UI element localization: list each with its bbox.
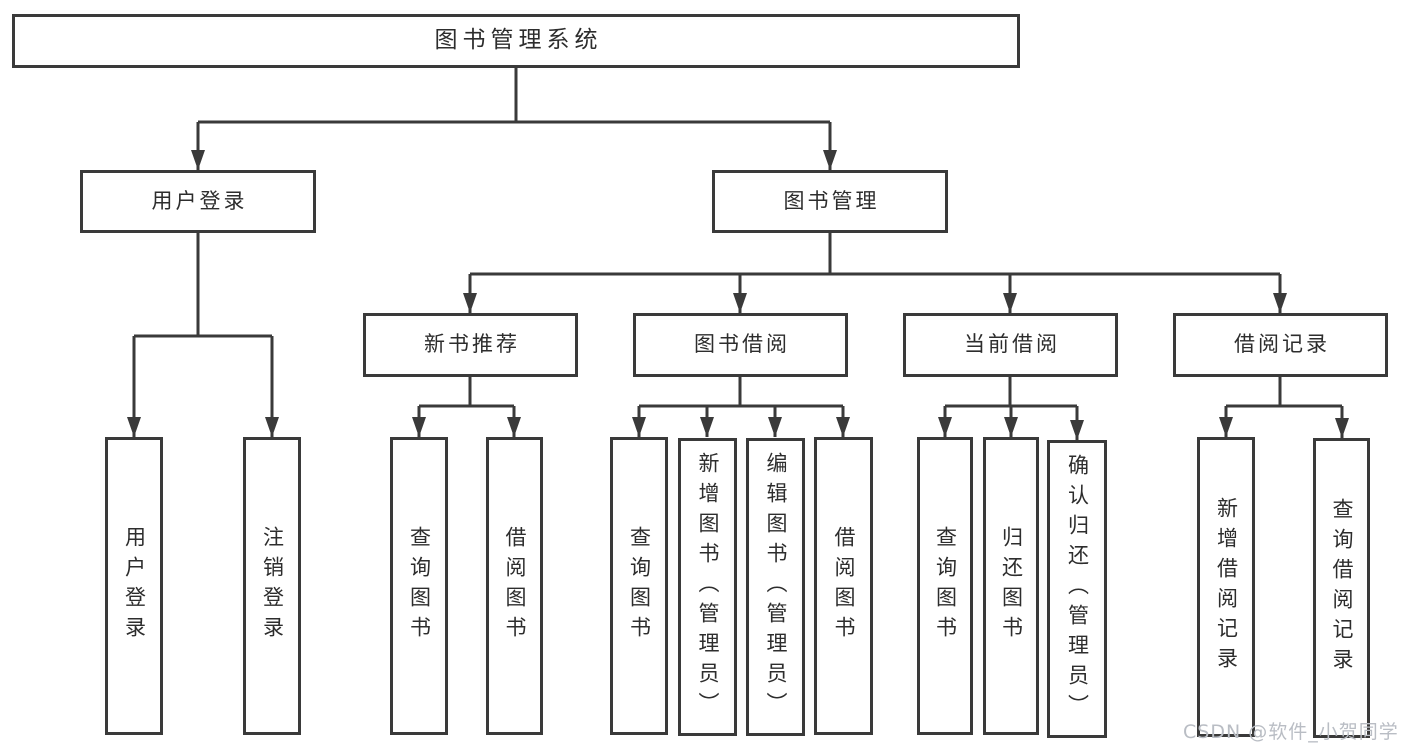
node-bb-borrow-books: 借阅图书 — [814, 437, 873, 735]
node-cb-return-books: 归还图书 — [983, 437, 1039, 735]
node-logout: 注销登录 — [243, 437, 301, 735]
node-cb-confirm-return-admin: 确认归还（管理员） — [1047, 440, 1107, 738]
node-nbr-borrow-books: 借阅图书 — [486, 437, 543, 735]
connector-lines — [132, 68, 1344, 440]
node-book-management: 图书管理 — [712, 170, 948, 233]
node-user-login-group: 用户登录 — [80, 170, 316, 233]
node-library-management-system: 图书管理系统 — [12, 14, 1020, 68]
csdn-watermark: CSDN @软件_小贺同学 — [1183, 721, 1399, 743]
node-book-borrowing: 图书借阅 — [633, 313, 848, 377]
node-bb-add-books-admin: 新增图书（管理员） — [678, 438, 737, 736]
node-borrowing-records: 借阅记录 — [1173, 313, 1388, 377]
node-new-book-recommend: 新书推荐 — [363, 313, 578, 377]
node-nbr-query-books: 查询图书 — [390, 437, 448, 735]
node-user-login: 用户登录 — [105, 437, 163, 735]
node-current-borrowing: 当前借阅 — [903, 313, 1118, 377]
node-bb-query-books: 查询图书 — [610, 437, 668, 735]
node-br-query-record: 查询借阅记录 — [1313, 438, 1370, 738]
node-bb-edit-books-admin: 编辑图书（管理员） — [746, 438, 805, 736]
node-br-add-record: 新增借阅记录 — [1197, 437, 1255, 737]
node-cb-query-books: 查询图书 — [917, 437, 973, 735]
